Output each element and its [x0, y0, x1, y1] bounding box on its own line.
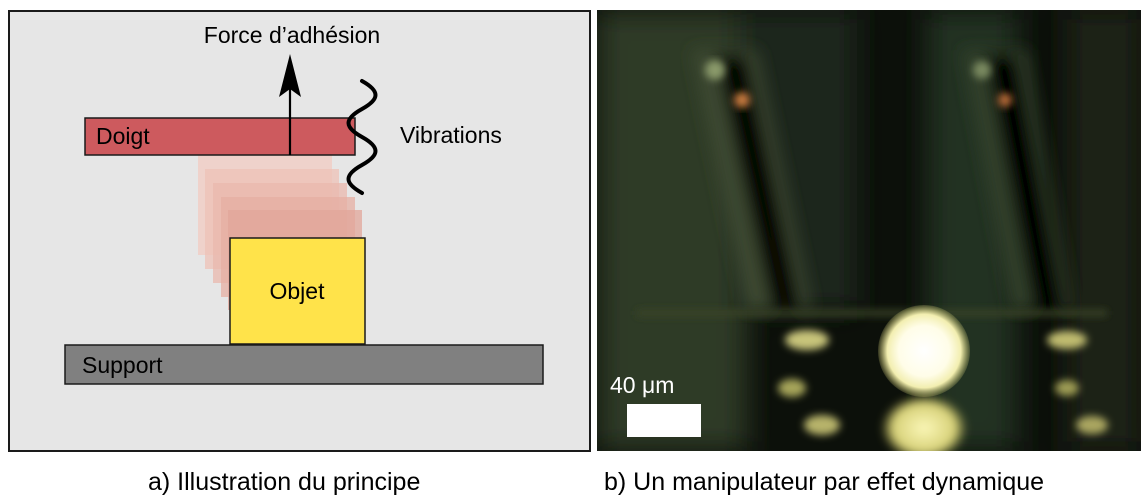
adhesion-arrow-head-icon — [279, 54, 301, 97]
left-finger-prong — [692, 50, 812, 310]
object-block — [229, 237, 366, 345]
tip-glints — [705, 60, 1012, 108]
glowing-sphere — [878, 305, 970, 397]
sphere-reflection — [880, 394, 968, 451]
finger-block — [84, 117, 356, 156]
force-label: Force d’adhésion — [204, 22, 380, 48]
object-label: Objet — [270, 278, 326, 304]
vibration-wave-icon — [346, 79, 378, 195]
scale-bar — [627, 404, 701, 437]
caption-a: a) Illustration du principe — [148, 468, 421, 496]
right-finger-prong — [962, 50, 1072, 310]
support-label: Support — [82, 352, 163, 378]
principle-illustration-panel: Support Objet Doigt Force d’adhésion Vib… — [8, 10, 591, 452]
principle-diagram: Support Objet Doigt Force d’adhésion Vib… — [64, 22, 544, 385]
vibrations-label: Vibrations — [400, 122, 502, 148]
caption-b: b) Un manipulateur par effet dynamique — [604, 468, 1045, 496]
support-block — [64, 344, 544, 385]
scale-bar-label: 40 μm — [610, 372, 674, 398]
floor-glints — [637, 310, 1108, 435]
finger-label: Doigt — [96, 123, 150, 149]
micrograph-image: 40 μm — [597, 10, 1141, 451]
micrograph-photo: 40 μm — [597, 10, 1141, 451]
